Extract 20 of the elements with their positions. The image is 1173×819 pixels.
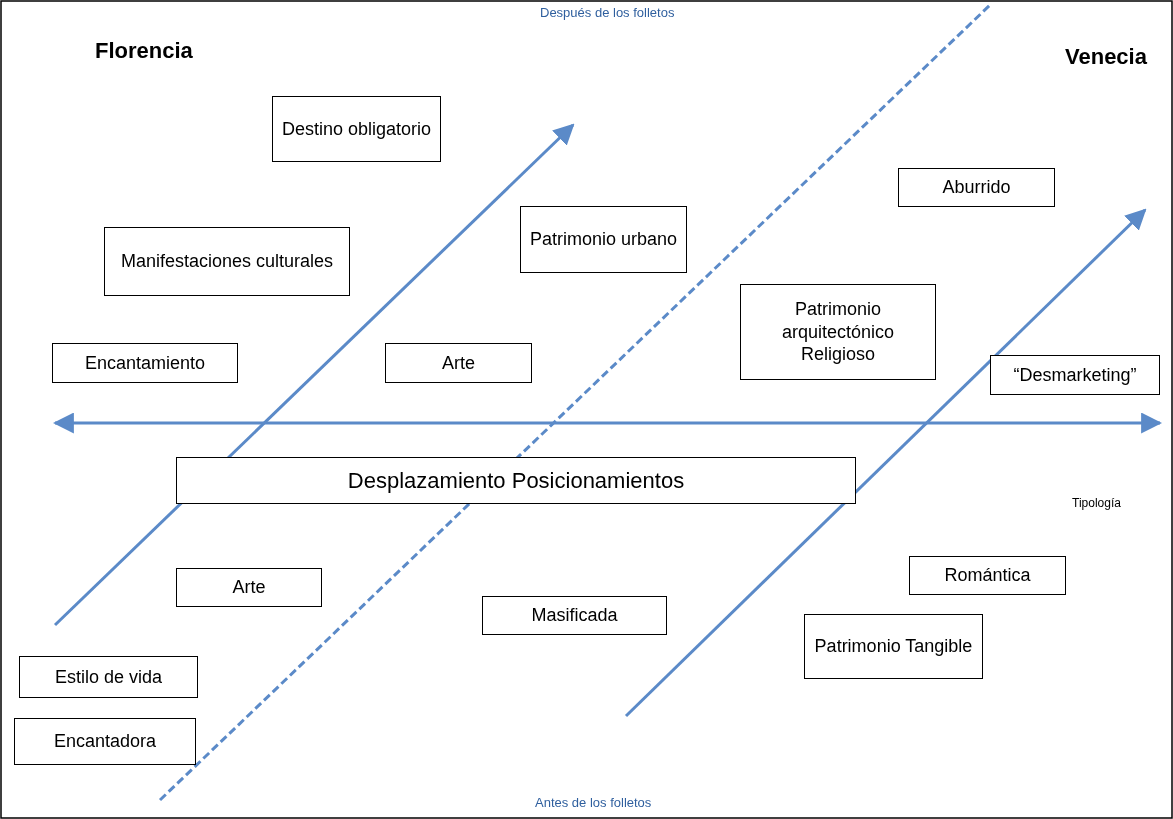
text-box: “Desmarketing” xyxy=(990,355,1160,395)
text-box: Arte xyxy=(385,343,532,383)
text-box: Masificada xyxy=(482,596,667,635)
text-box: Arte xyxy=(176,568,322,607)
text-box: Aburrido xyxy=(898,168,1055,207)
city-title: Florencia xyxy=(95,38,193,64)
text-box: Estilo de vida xyxy=(19,656,198,698)
text-box: Manifestaciones culturales xyxy=(104,227,350,296)
text-box: Patrimonio urbano xyxy=(520,206,687,273)
text-box: Patrimonio Tangible xyxy=(804,614,983,679)
text-box: Desplazamiento Posicionamientos xyxy=(176,457,856,504)
text-box: Destino obligatorio xyxy=(272,96,441,162)
axis-label: Antes de los folletos xyxy=(535,795,652,810)
text-box: Encantamiento xyxy=(52,343,238,383)
text-box: Patrimonio arquitectónico Religioso xyxy=(740,284,936,380)
city-title: Venecia xyxy=(1065,44,1147,70)
axis-label: Después de los folletos xyxy=(540,5,675,20)
text-box: Encantadora xyxy=(14,718,196,765)
text-box: Romántica xyxy=(909,556,1066,595)
axis-label: Tipología xyxy=(1072,496,1121,510)
